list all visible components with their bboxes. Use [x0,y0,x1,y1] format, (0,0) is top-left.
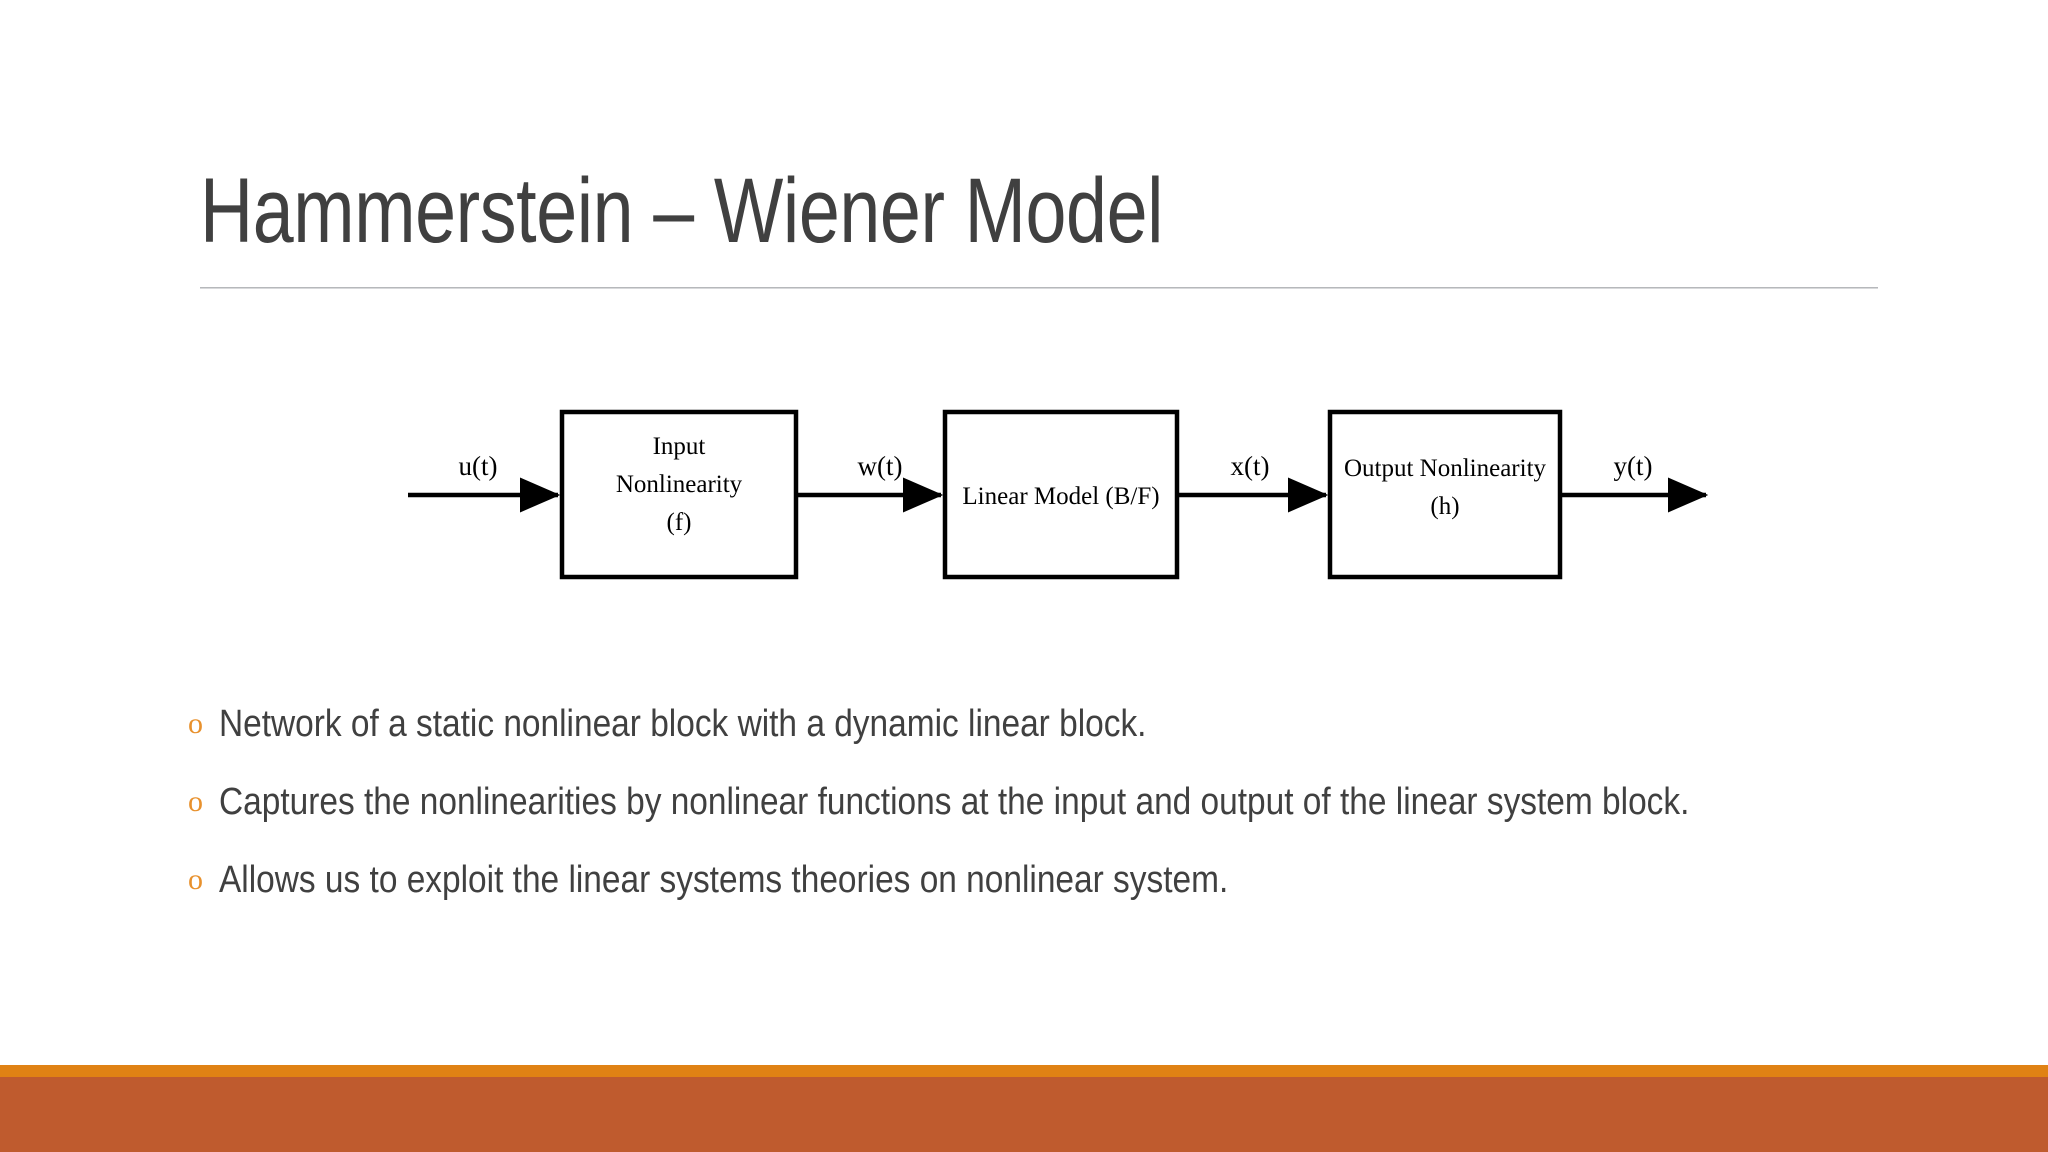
list-item: o Allows us to exploit the linear system… [185,854,1915,906]
signal-label-y: y(t) [1614,451,1653,481]
signal-label-w: w(t) [858,451,903,481]
list-item: o Captures the nonlinearities by nonline… [185,776,1915,828]
title-block: Hammerstein – Wiener Model [200,160,1880,289]
bullet-list: o Network of a static nonlinear block wi… [185,698,1915,932]
bullet-marker-icon: o [188,863,203,896]
block-linear-model-line1: Linear Model (B/F) [962,483,1159,510]
footer-accent-thin [0,1065,2048,1077]
block-output-nonlinearity-line2: (h) [1430,493,1459,520]
list-item: o Network of a static nonlinear block wi… [185,698,1915,750]
signal-label-u: u(t) [459,451,498,481]
block-input-nonlinearity-line2: Nonlinearity [616,471,743,498]
block-output-nonlinearity [1327,409,1563,580]
block-diagram: u(t) Input Nonlinearity (f) w(t) Linear … [0,390,2048,590]
block-input-nonlinearity-line1: Input [653,433,706,460]
title-divider [200,287,1878,289]
page-title: Hammerstein – Wiener Model [200,160,1164,262]
block-output-nonlinearity-line1: Output Nonlinearity [1344,455,1547,482]
block-linear-model [942,409,1180,580]
footer-accent-thick [0,1077,2048,1152]
block-diagram-svg: u(t) Input Nonlinearity (f) w(t) Linear … [408,409,1709,580]
bullet-text: Network of a static nonlinear block with… [219,703,1147,745]
bullet-marker-icon: o [188,707,203,740]
signal-label-x: x(t) [1231,451,1270,481]
bullet-text: Allows us to exploit the linear systems … [219,859,1229,901]
bullet-text: Captures the nonlinearities by nonlinear… [219,781,1690,823]
bullet-marker-icon: o [188,785,203,818]
block-input-nonlinearity-line3: (f) [667,509,692,536]
